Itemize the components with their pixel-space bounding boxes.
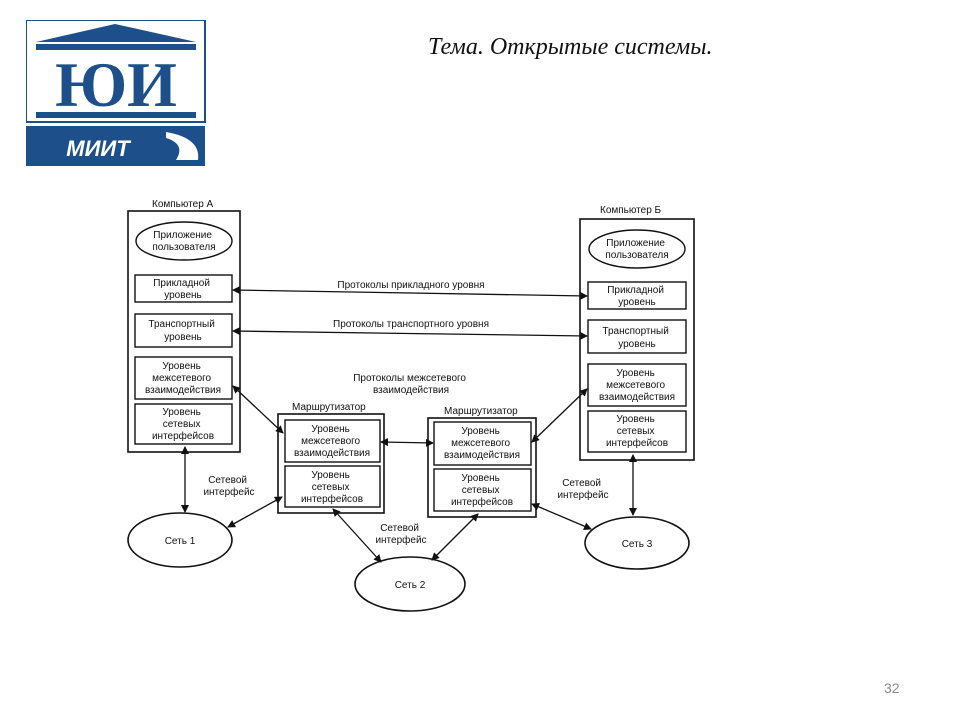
router-1-netif-level xyxy=(284,465,381,508)
computer-a-transport-level xyxy=(134,313,233,348)
transport-protocol-arrow xyxy=(232,327,588,340)
computer-b-transport-level-text: Транспортный уровень xyxy=(602,326,671,350)
router-1-internet-level xyxy=(284,419,381,463)
computer-a-transport-level-text: Транспортный уровень xyxy=(148,319,217,343)
router-2-netif-level xyxy=(433,468,532,512)
computer-a-app-ellipse xyxy=(135,221,233,261)
logo-pediment xyxy=(36,24,196,42)
router-1-box xyxy=(277,413,385,514)
netif-label-middle: Сетевой интерфейс xyxy=(375,523,426,546)
computer-a-app-level-text: Прикладной уровень xyxy=(153,278,213,301)
computer-b-netif-level xyxy=(587,410,687,453)
router-2-internet-level xyxy=(433,421,532,466)
computer-b-app-text: Приложение пользователя xyxy=(605,238,668,261)
protocol-transport-label: Протоколы транспортного уровня xyxy=(333,319,489,330)
router-2-netif-level-text: Уровень сетевых интерфейсов xyxy=(451,473,513,508)
computer-b-internet-level xyxy=(587,363,687,407)
netif-arrow-router2-net3 xyxy=(531,503,592,530)
computer-a-internet-level-text: Уровень межсетевого взаимодействия xyxy=(145,361,221,396)
router-2-box xyxy=(427,417,537,518)
router-2-label: Маршрутизатор xyxy=(444,406,518,417)
network-1-ellipse xyxy=(127,512,233,568)
page-number: 32 xyxy=(884,680,900,696)
computer-b-netif-level-text: Уровень сетевых интерфейсов xyxy=(606,414,668,449)
computer-b-label: Компьютер Б xyxy=(600,205,662,216)
application-protocol-arrow xyxy=(232,286,588,300)
protocol-application-label: Протоколы прикладного уровня xyxy=(337,280,484,291)
netif-arrow-router1-net2 xyxy=(332,508,382,563)
network-2-ellipse xyxy=(354,556,466,612)
internet-arrow-a-router1 xyxy=(232,385,284,434)
netif-label-left: Сетевой интерфейс xyxy=(203,475,254,498)
miit-logo: ЮИ МИИТ xyxy=(26,20,206,166)
logo-bottom-band xyxy=(26,126,205,166)
router-1-internet-level-text: Уровень межсетевого взаимодействия xyxy=(294,424,370,459)
computer-a-netif-level-text: Уровень сетевых интерфейсов xyxy=(152,407,214,442)
computer-b-app-ellipse xyxy=(588,229,686,269)
computer-b-app-level xyxy=(587,281,687,310)
logo-bottom-text: МИИТ xyxy=(66,136,131,161)
slide-title: Тема. Открытые системы. xyxy=(428,34,713,60)
network-3-ellipse xyxy=(584,516,690,570)
router-2-internet-level-text: Уровень межсетевого взаимодействия xyxy=(444,426,520,461)
netif-arrow-router2-net2 xyxy=(431,513,479,561)
internet-arrow-router1-router2 xyxy=(380,438,434,447)
computer-a-label: Компьютер А xyxy=(152,199,214,210)
computer-b-transport-level xyxy=(587,319,687,354)
computer-a-app-text: Приложение пользователя xyxy=(152,230,215,253)
computer-a-netif-level xyxy=(134,403,233,445)
logo-train-nose xyxy=(166,132,199,160)
netif-arrow-router1-net1 xyxy=(227,496,283,528)
netif-label-right: Сетевой интерфейс xyxy=(557,478,608,501)
router-1-netif-level-text: Уровень сетевых интерфейсов xyxy=(301,470,363,505)
network-2-label: Сеть 2 xyxy=(395,580,426,591)
computer-b-internet-level-text: Уровень межсетевого взаимодействия xyxy=(599,368,675,403)
computer-a-internet-level xyxy=(134,356,233,400)
computer-a-app-level xyxy=(134,274,233,303)
logo-architrave xyxy=(36,44,196,50)
network-1-label: Сеть 1 xyxy=(165,536,196,547)
router-1-label: Маршрутизатор xyxy=(292,402,366,413)
protocol-internet-label: Протоколы межсетевого взаимодействия xyxy=(353,373,469,396)
internet-arrow-router2-b xyxy=(531,388,588,443)
logo-base xyxy=(36,112,196,118)
logo-top-text: ЮИ xyxy=(55,49,177,120)
computer-b-app-level-text: Прикладной уровень xyxy=(607,285,667,308)
network-3-label: Сеть 3 xyxy=(622,539,653,550)
